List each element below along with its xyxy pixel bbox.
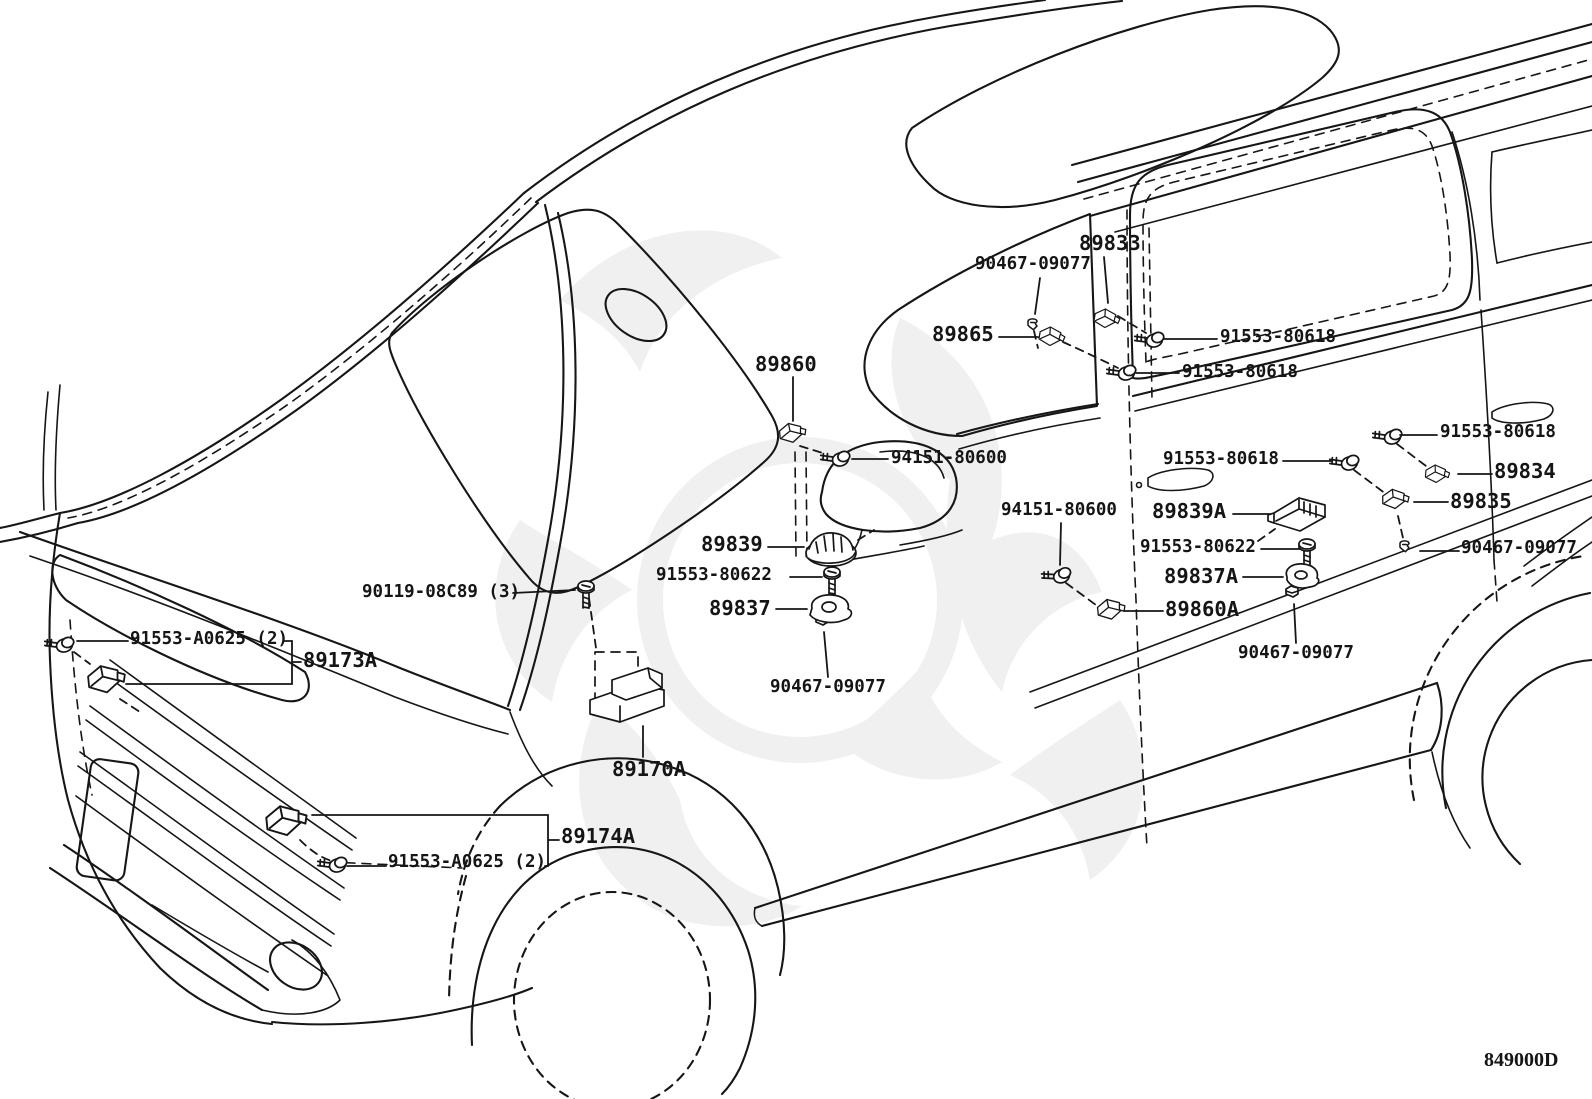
sensor-89860a-glyph bbox=[1096, 598, 1126, 620]
sensor-89839-glyph bbox=[805, 532, 857, 567]
part-glyphs bbox=[42, 306, 1452, 878]
sensor-89833-glyph bbox=[1091, 306, 1122, 332]
clip-89837a-glyph bbox=[1285, 563, 1320, 589]
dashed-leader-lines bbox=[73, 315, 1427, 862]
sensor-89173a-glyph bbox=[87, 665, 126, 694]
bolt-91553-80618-glyph bbox=[1132, 327, 1167, 353]
clip-90467-09077-glyph bbox=[1399, 540, 1410, 553]
screw-91553-80622-glyph bbox=[823, 566, 841, 595]
watermark-ornament bbox=[495, 230, 1144, 927]
drawing-code: 849000D bbox=[1484, 1049, 1559, 1071]
sensor-89865-glyph bbox=[1036, 324, 1067, 350]
sensor-89835-glyph bbox=[1381, 487, 1411, 511]
clip-90467-09077-glyph bbox=[1027, 318, 1038, 331]
bracket-89170a-glyph bbox=[589, 651, 665, 723]
leader-lines bbox=[76, 256, 1493, 867]
screw-91553-80622-glyph bbox=[1298, 538, 1316, 567]
sensor-89834-glyph bbox=[1423, 462, 1452, 486]
module-89839a-glyph bbox=[1267, 497, 1326, 532]
clip-89837-glyph bbox=[809, 594, 853, 624]
sensor-89174a-glyph bbox=[265, 805, 308, 837]
